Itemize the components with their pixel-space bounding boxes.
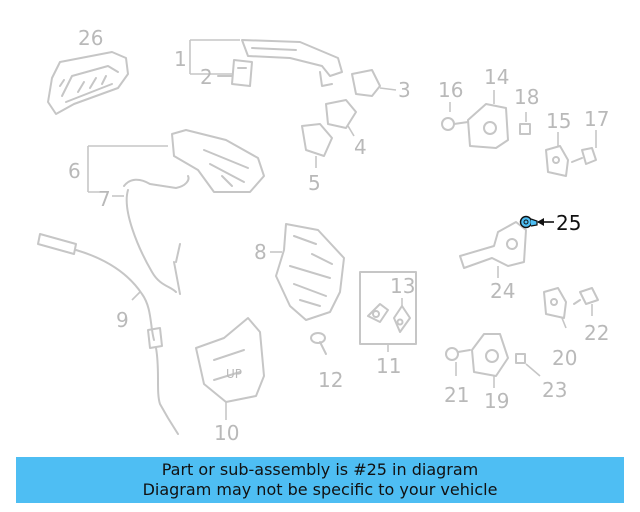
part-23-drawing: [515, 353, 541, 377]
part-11-drawing: [359, 271, 417, 352]
callout-13: 13: [390, 274, 415, 298]
callout-24: 24: [490, 279, 515, 303]
part-15-drawing: [545, 132, 569, 177]
callout-22: 22: [584, 321, 609, 345]
callout-25: 25: [556, 211, 581, 235]
callout-4: 4: [354, 135, 367, 159]
callout-16: 16: [438, 78, 463, 102]
callout-3: 3: [398, 78, 411, 102]
callout-5: 5: [308, 171, 321, 195]
callout-1: 1: [174, 47, 187, 71]
callout-6: 6: [68, 159, 81, 183]
part-18-drawing: [519, 112, 531, 135]
banner-line-1: Part or sub-assembly is #25 in diagram: [161, 460, 479, 479]
part-24-drawing: [459, 221, 527, 278]
part-2-drawing: [217, 59, 253, 87]
callout-23: 23: [542, 378, 567, 402]
callout-11: 11: [376, 354, 401, 378]
callout-19: 19: [484, 389, 509, 413]
part-19-drawing: [471, 333, 509, 388]
part-10-drawing: UP: [195, 317, 265, 420]
part-6-drawing: [87, 129, 265, 193]
part-21-drawing: [445, 347, 471, 376]
callout-18: 18: [514, 85, 539, 109]
part-8-drawing: [270, 223, 345, 321]
callout-10: 10: [214, 421, 239, 445]
part-20-drawing: [543, 287, 567, 329]
callout-9: 9: [116, 308, 129, 332]
part-9-drawing: [37, 233, 179, 435]
callout-7: 7: [98, 187, 111, 211]
callout-2: 2: [200, 65, 213, 89]
parts-diagram: 26 1 2 3 4 5 6 7: [37, 26, 609, 445]
callout-14: 14: [484, 65, 509, 89]
banner-line-2: Diagram may not be specific to your vehi…: [142, 480, 498, 499]
part-4-drawing: [325, 99, 357, 137]
part-25-drawing: [519, 215, 554, 229]
part-5-drawing: [301, 123, 333, 168]
part-17-drawing: [571, 130, 597, 165]
callout-8: 8: [254, 240, 267, 264]
up-emboss-text: UP: [226, 367, 242, 381]
part-1-drawing: [189, 39, 343, 87]
part-3-drawing: [351, 69, 397, 97]
part-22-drawing: [573, 287, 599, 316]
callout-20: 20: [552, 346, 577, 370]
callout-26: 26: [78, 26, 103, 50]
callout-15: 15: [546, 109, 571, 133]
info-banner: Part or sub-assembly is #25 in diagram D…: [16, 457, 624, 503]
part-16-drawing: [441, 102, 469, 131]
part-12-drawing: [310, 332, 327, 355]
part-7-drawing: [112, 175, 190, 295]
callout-12: 12: [318, 368, 343, 392]
callout-17: 17: [584, 107, 609, 131]
part-14-drawing: [467, 90, 509, 149]
callout-21: 21: [444, 383, 469, 407]
part-26-drawing: [47, 51, 129, 115]
